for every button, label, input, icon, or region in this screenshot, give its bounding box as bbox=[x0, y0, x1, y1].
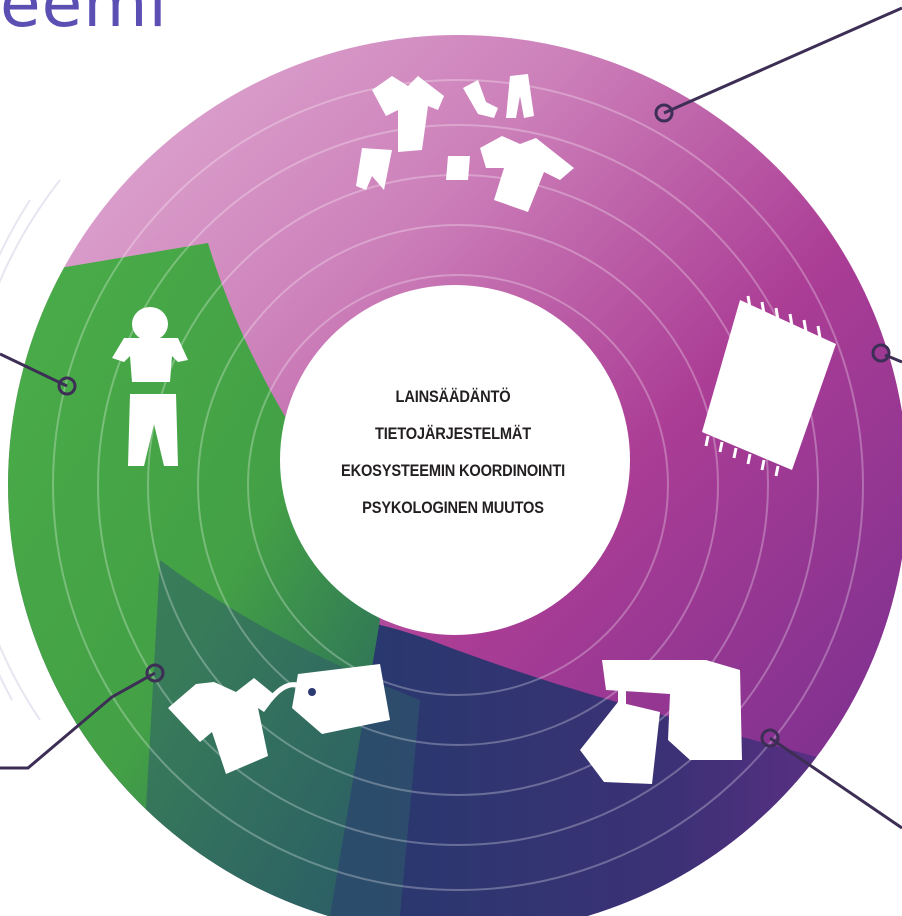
person-wearing-clothes-icon bbox=[112, 307, 188, 466]
connector-dots bbox=[57, 103, 891, 748]
connector-dot-bottom-left bbox=[145, 663, 165, 683]
connector-dot-top bbox=[654, 103, 674, 123]
connector-dot-bottom-right bbox=[760, 728, 780, 748]
fabric-icon bbox=[702, 295, 836, 477]
center-label-ecosystem-coordination: EKOSYSTEEMIN KOORDINOINTI bbox=[341, 461, 565, 480]
outer-arcs bbox=[0, 179, 61, 721]
center-label-information-systems: TIETOJÄRJESTELMÄT bbox=[374, 424, 532, 443]
center-label-psychological-change: PSYKOLOGINEN MUUTOS bbox=[362, 498, 544, 517]
page-title-fragment: eemi bbox=[0, 0, 168, 42]
clothing-pile-icon bbox=[356, 74, 574, 212]
sewing-machine-icon bbox=[580, 660, 742, 784]
connector-dot-right bbox=[871, 343, 891, 363]
center-label-list: LAINSÄÄDÄNTÖ TIETOJÄRJESTELMÄT EKOSYSTEE… bbox=[283, 378, 623, 526]
connectors bbox=[0, 6, 902, 830]
center-circle bbox=[280, 285, 630, 635]
connector-dot-left bbox=[57, 376, 77, 396]
center-label-legislation: LAINSÄÄDÄNTÖ bbox=[395, 387, 511, 406]
shirt-price-tag-icon bbox=[168, 664, 390, 774]
